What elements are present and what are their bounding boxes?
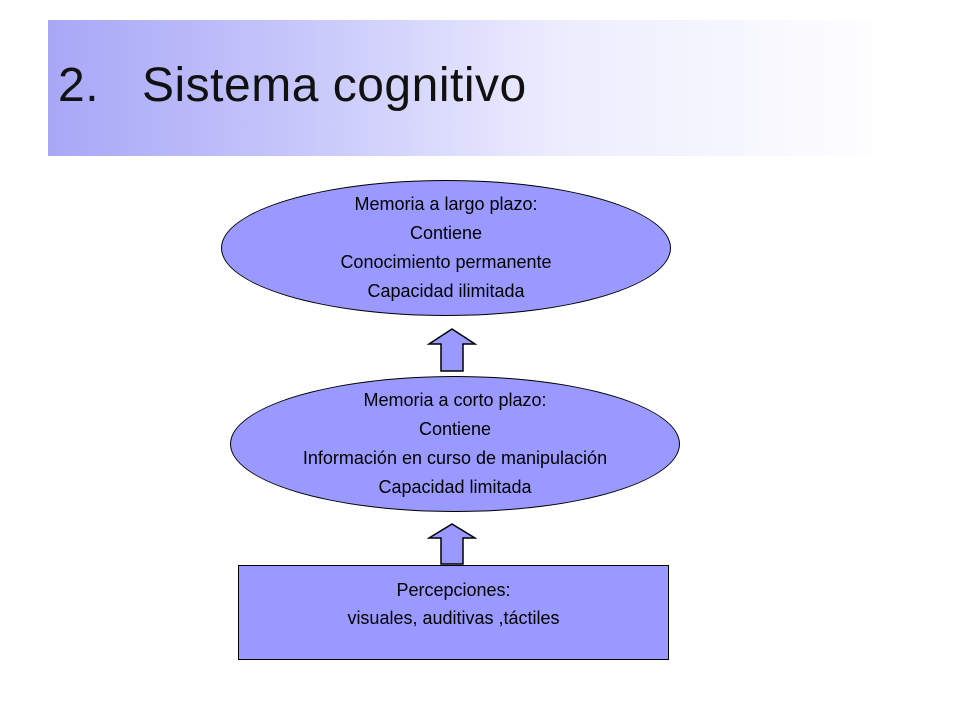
slide-title: 2. Sistema cognitivo — [58, 58, 527, 113]
title-text: Sistema cognitivo — [142, 59, 527, 112]
short-term-memory-line-capacity: Capacidad limitada — [378, 477, 532, 497]
title-number: 2. — [58, 59, 100, 112]
long-term-memory-line-knowledge: Conocimiento permanente — [340, 252, 552, 272]
perceptions-heading: Percepciones: — [396, 580, 511, 600]
long-term-memory-line-capacity: Capacidad ilimitada — [367, 281, 525, 301]
short-term-memory-line-contains: Contiene — [418, 419, 492, 439]
up-arrow-icon — [427, 523, 477, 565]
up-arrow-icon — [427, 328, 477, 372]
long-term-memory-heading: Memoria a largo plazo: — [354, 194, 538, 214]
perceptions-node: Percepciones: visuales, auditivas ,tácti… — [238, 565, 669, 660]
perceptions-types: visuales, auditivas ,táctiles — [347, 608, 560, 628]
title-band — [48, 20, 894, 156]
long-term-memory-node: Memoria a largo plazo: Contiene Conocimi… — [221, 180, 671, 316]
short-term-memory-line-information: Información en curso de manipulación — [302, 448, 608, 468]
short-term-memory-node: Memoria a corto plazo: Contiene Informac… — [230, 376, 680, 512]
long-term-memory-line-contains: Contiene — [409, 223, 483, 243]
short-term-memory-heading: Memoria a corto plazo: — [363, 390, 547, 410]
